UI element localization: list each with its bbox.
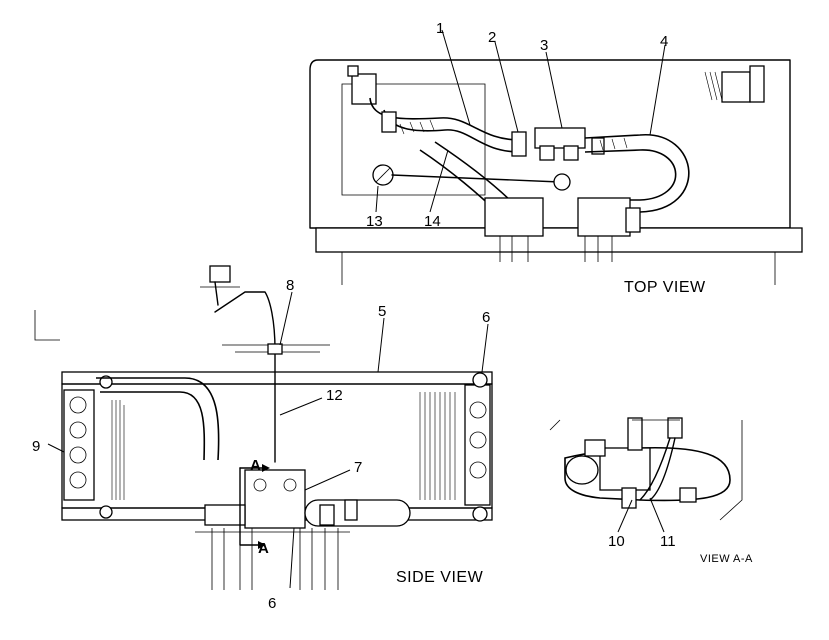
callout-14: 14: [424, 213, 441, 230]
top-view-drawing: [309, 59, 803, 285]
callout-7: 7: [354, 459, 362, 476]
side-view-drawing: [34, 265, 493, 590]
section-view-drawing: [549, 417, 743, 521]
section-mark-a-lower: A: [258, 540, 269, 557]
side-view-caption: SIDE VIEW: [396, 569, 484, 586]
leader-lines: [47, 29, 666, 589]
callout-2: 2: [488, 29, 496, 46]
callout-10: 10: [608, 533, 625, 550]
callout-1: 1: [436, 20, 444, 37]
callout-12: 12: [326, 387, 343, 404]
callout-11: 11: [660, 533, 676, 550]
top-view-caption: TOP VIEW: [624, 279, 706, 296]
callout-labels: 1 2 3 4 5 6 6 7 8 9 10 11 12 13 14: [32, 20, 676, 612]
callout-6-bottom: 6: [268, 595, 276, 612]
callout-3: 3: [540, 37, 548, 54]
section-view-caption: VIEW A-A: [700, 553, 753, 565]
callout-8: 8: [286, 277, 294, 294]
callout-13: 13: [366, 213, 383, 230]
callout-6-top: 6: [482, 309, 490, 326]
callout-4: 4: [660, 33, 668, 50]
callout-5: 5: [378, 303, 386, 320]
section-mark-a-upper: A: [250, 457, 261, 474]
callout-9: 9: [32, 438, 40, 455]
